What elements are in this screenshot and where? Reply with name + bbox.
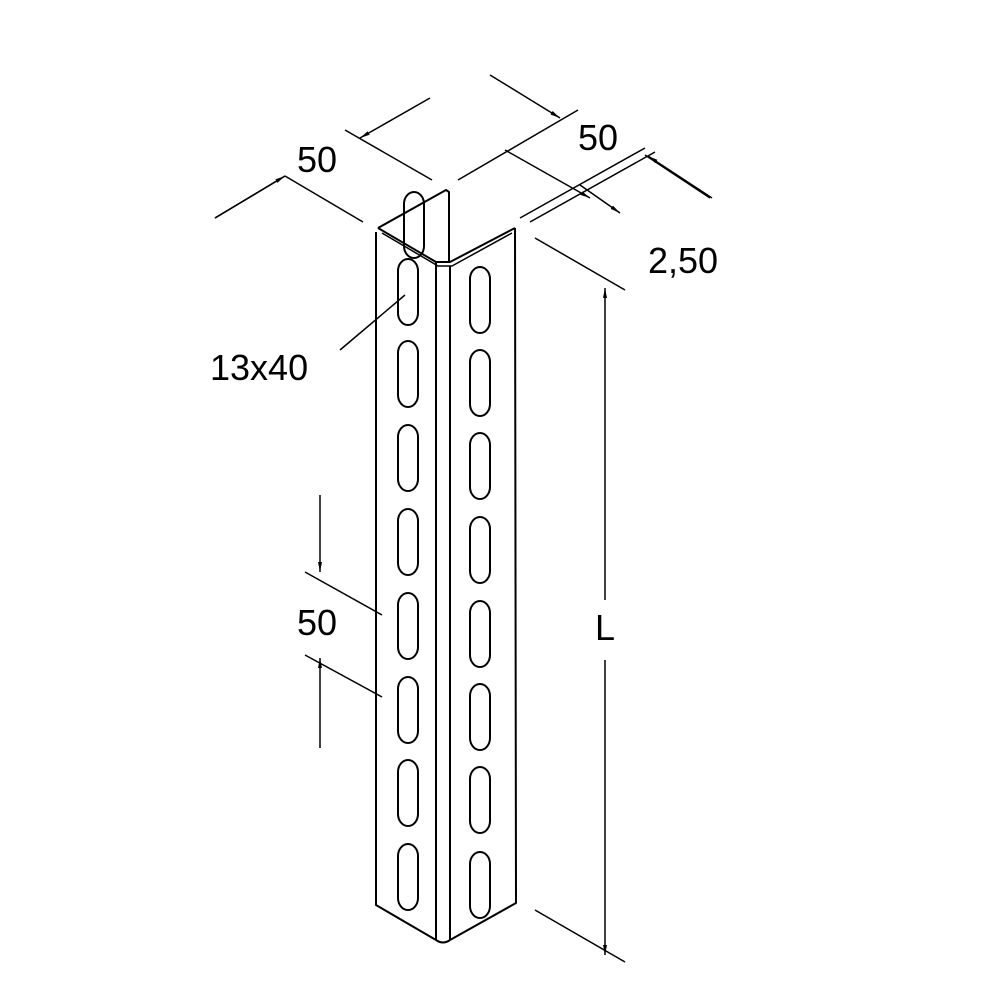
flange-right-dimension: 50: [578, 117, 619, 158]
left-face-slot: [397, 258, 419, 326]
right-face-slot: [469, 683, 491, 751]
left-face-slot: [397, 424, 419, 492]
dimension-lines: [214, 74, 713, 963]
right-face-slot: [469, 349, 491, 417]
left-face-slot: [397, 676, 419, 744]
left-face-slot: [397, 843, 419, 911]
right-face-slot: [469, 266, 491, 334]
right-face-slot: [469, 851, 491, 919]
right-face-slot: [469, 516, 491, 584]
left-face-slot: [397, 508, 419, 576]
left-face-slot: [397, 340, 419, 408]
left-face-slot: [397, 759, 419, 827]
flange-left-dimension: 50: [297, 139, 338, 180]
slot-pitch-dimension: 50: [297, 602, 338, 643]
right-face-slot: [469, 600, 491, 668]
right-face-slot: [469, 766, 491, 834]
back-flange-slot: [403, 191, 425, 259]
left-face-slot: [397, 592, 419, 660]
slots: [397, 191, 491, 919]
slot-size-dimension: 13x40: [210, 347, 309, 388]
thickness-dimension: 2,50: [648, 240, 719, 281]
profile-body: [375, 189, 517, 944]
right-face-slot: [469, 432, 491, 500]
length-dimension: L: [595, 607, 616, 648]
